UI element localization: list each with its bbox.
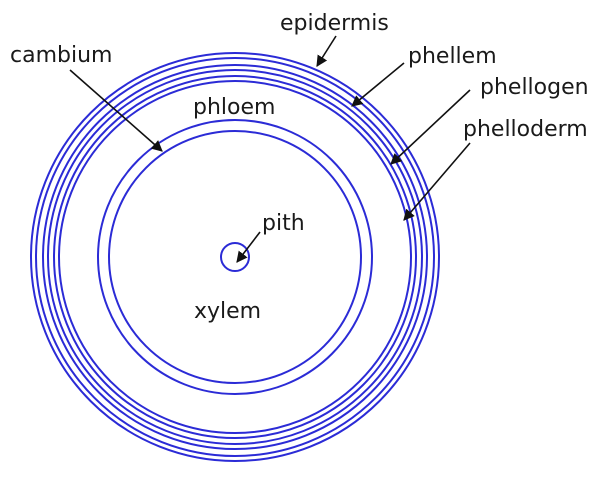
cambium-arrow <box>69 69 163 152</box>
phelloderm-ring-outer <box>53 75 417 439</box>
label-phelloderm: phelloderm <box>463 117 588 142</box>
label-epidermis: epidermis <box>280 11 389 36</box>
phellogen-ring <box>47 69 423 445</box>
epidermis-ring-inner <box>35 57 435 457</box>
cambium-ring-inner <box>108 130 362 384</box>
phellogen-arrow <box>390 89 471 165</box>
phelloderm-arrow <box>403 142 471 221</box>
text-labels: epidermis phellem phellogen phelloderm c… <box>10 11 589 324</box>
tissue-rings <box>30 52 440 462</box>
phellem-ring <box>42 64 428 450</box>
label-phloem: phloem <box>193 95 275 120</box>
label-phellem: phellem <box>408 44 497 69</box>
label-phellogen: phellogen <box>480 75 589 100</box>
epidermis-ring-outer <box>30 52 440 462</box>
pith-circle <box>220 242 250 272</box>
label-pith: pith <box>262 211 305 236</box>
epidermis-arrow <box>316 35 337 67</box>
pith-arrow <box>236 231 261 263</box>
label-xylem: xylem <box>194 299 261 324</box>
leader-arrows <box>69 35 471 263</box>
phellem-arrow <box>351 62 405 107</box>
cambium-ring-outer <box>97 119 373 395</box>
label-cambium: cambium <box>10 43 112 68</box>
phelloderm-ring-inner <box>58 80 412 434</box>
